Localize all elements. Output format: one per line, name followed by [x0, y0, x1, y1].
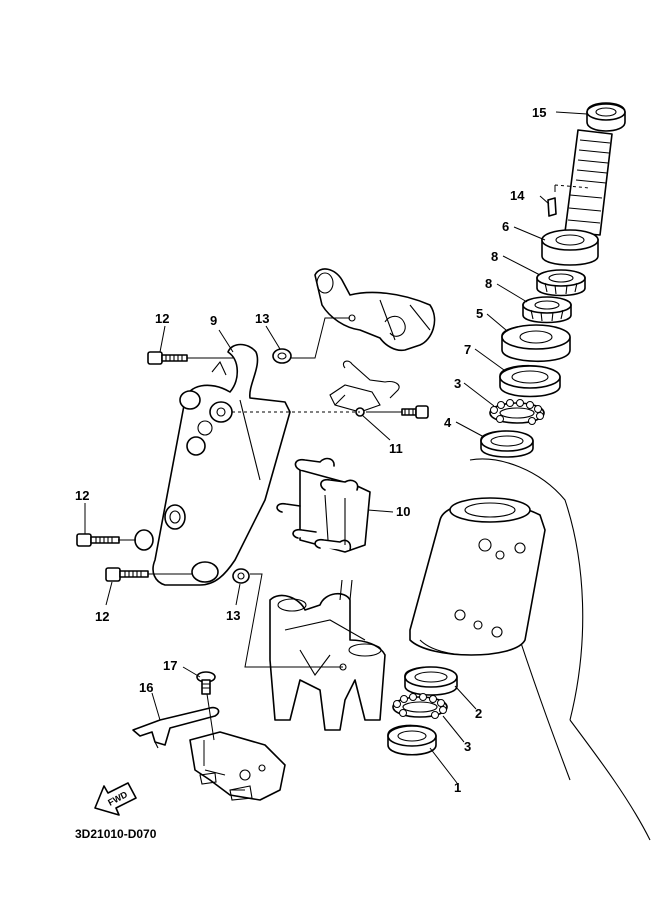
- spring-clip-11: [329, 360, 400, 417]
- ring-nut-15: [586, 102, 626, 132]
- callout-11: 11: [389, 441, 403, 456]
- callout-13-top: 13: [255, 311, 269, 326]
- collar-13-bottom: [232, 568, 250, 584]
- ball-bearing-3-upper: [489, 399, 545, 425]
- harness-holder-10: [276, 457, 371, 553]
- headlight-bracket-9: [134, 343, 291, 586]
- callout-9: 9: [210, 313, 217, 328]
- callout-numbers: 15 14 6 8 8 5 7 3 4 9 12 13 11 10 12 12 …: [75, 105, 546, 795]
- ring-nut-8-upper: [536, 269, 586, 297]
- screw-11: [401, 405, 429, 419]
- seal-1: [387, 724, 437, 756]
- callout-8-lower: 8: [485, 276, 492, 291]
- diagram-code: 3D21010-D070: [75, 827, 157, 841]
- frame-head-pipe: [409, 458, 651, 841]
- upper-handle-holder: [314, 268, 436, 352]
- callout-12-top: 12: [155, 311, 169, 326]
- race-4: [480, 430, 534, 458]
- race-2: [404, 666, 458, 696]
- fwd-arrow-icon: FWD: [94, 782, 137, 816]
- sensor-plate: [189, 731, 286, 801]
- callout-4: 4: [444, 415, 452, 430]
- callout-3-lower: 3: [464, 739, 471, 754]
- callout-6: 6: [502, 219, 509, 234]
- screw-17: [196, 671, 216, 695]
- bracket-16: [132, 706, 220, 749]
- under-bracket: [269, 579, 386, 731]
- ball-bearing-3-lower: [392, 693, 448, 719]
- nut-6: [541, 229, 599, 266]
- race-7: [499, 364, 561, 398]
- callout-8-upper: 8: [491, 249, 498, 264]
- callout-1: 1: [454, 780, 461, 795]
- callout-5: 5: [476, 306, 483, 321]
- steering-stem: [554, 129, 613, 236]
- screw-12-middle: [76, 533, 120, 547]
- callout-2: 2: [475, 706, 482, 721]
- callout-14: 14: [510, 188, 525, 203]
- collar-13-top: [272, 348, 292, 364]
- callout-15: 15: [532, 105, 546, 120]
- callout-3-upper: 3: [454, 376, 461, 391]
- callout-17: 17: [163, 658, 177, 673]
- callout-12-middle: 12: [75, 488, 89, 503]
- cover-5: [501, 324, 571, 363]
- callout-16: 16: [139, 680, 153, 695]
- screw-12-lower: [105, 567, 149, 582]
- key-14: [547, 197, 557, 217]
- ring-nut-8-lower: [522, 296, 572, 324]
- callout-10: 10: [396, 504, 410, 519]
- callout-7: 7: [464, 342, 471, 357]
- callout-12-lower: 12: [95, 609, 109, 624]
- callout-13-bottom: 13: [226, 608, 240, 623]
- leader-lines: [84, 111, 588, 784]
- screw-12-top: [147, 351, 188, 365]
